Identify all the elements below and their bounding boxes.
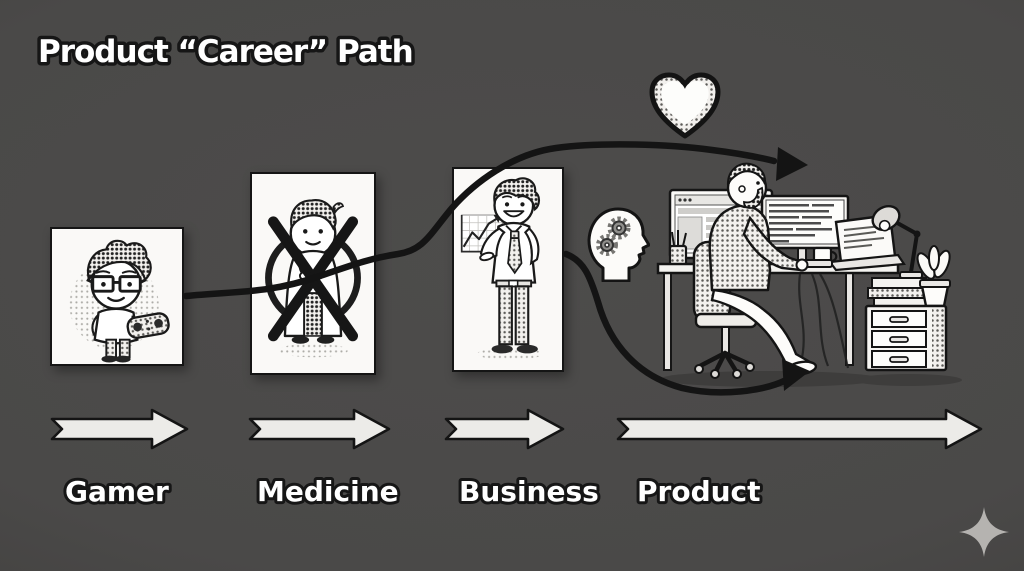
pants <box>303 292 323 337</box>
page-title-wrap: Product “Career” Path <box>35 31 418 74</box>
step-label-business: Business <box>456 472 602 511</box>
cables <box>798 273 850 369</box>
page-title: Product “Career” Path <box>38 34 413 70</box>
heart-icon <box>649 72 721 139</box>
code-monitor <box>760 194 850 266</box>
code-lines <box>769 204 834 243</box>
label-text: Medicine <box>257 475 399 508</box>
drawer-unit <box>864 304 948 372</box>
step-label-medicine: Medicine <box>254 472 402 511</box>
product-scene-illustration <box>656 162 962 387</box>
laptop <box>827 213 906 272</box>
gamer-arrow-icon <box>50 408 189 450</box>
medicine-illustration <box>265 199 361 358</box>
desk-lamp <box>871 204 923 279</box>
step-label-gamer: Gamer <box>62 472 172 511</box>
sparkle-icon <box>959 507 1009 557</box>
medicine-card <box>250 172 376 375</box>
business-illustration <box>460 177 543 360</box>
product-arrow-icon <box>616 408 983 450</box>
business-arrow-icon <box>444 408 565 450</box>
mind-gears-icon <box>587 207 650 282</box>
floor-shadow <box>660 371 880 387</box>
label-text: Gamer <box>65 475 169 508</box>
gamer-illustration <box>69 239 170 363</box>
game-controller <box>126 312 170 339</box>
potted-plant <box>916 245 951 308</box>
label-text: Product <box>637 475 761 508</box>
medicine-arrow-icon <box>248 408 391 450</box>
shirt <box>93 307 139 345</box>
hair <box>86 239 152 281</box>
label-text: Business <box>459 475 599 508</box>
business-card <box>452 167 564 372</box>
gamer-card <box>50 227 184 366</box>
smile <box>107 296 125 303</box>
step-label-product: Product <box>634 472 764 511</box>
